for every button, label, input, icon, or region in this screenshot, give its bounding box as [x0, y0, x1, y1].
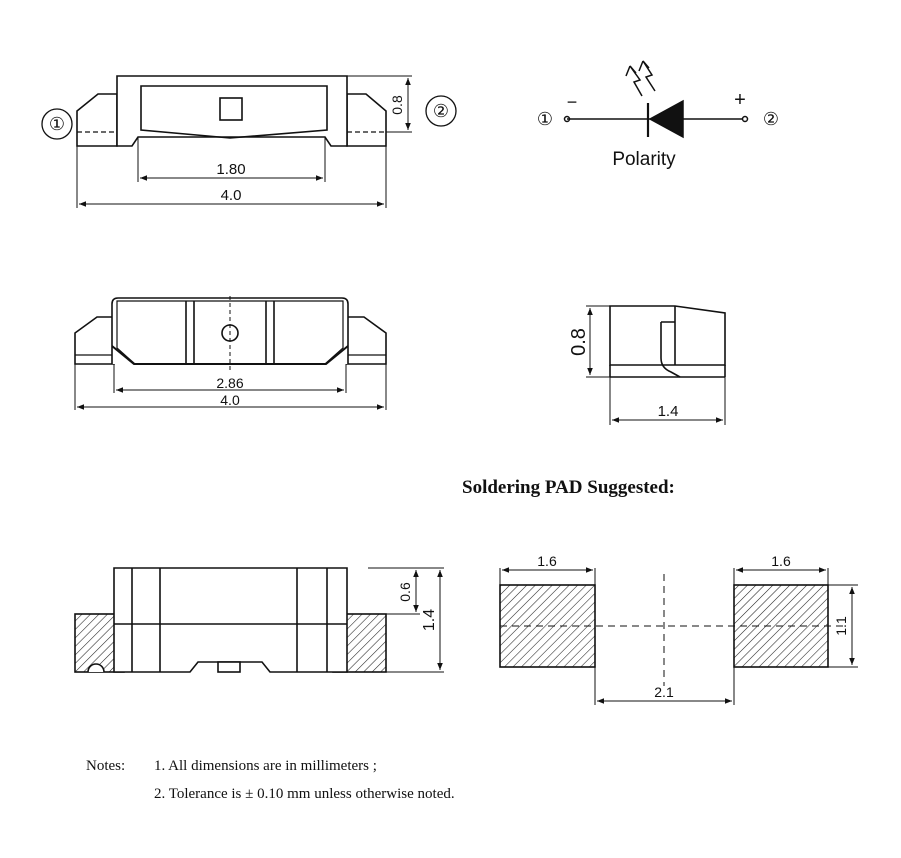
pad-dim-width-left: 1.6 [537, 553, 557, 569]
side-dim-height: 0.8 [568, 328, 590, 356]
front-dim-small: 0.6 [397, 582, 413, 602]
polarity-symbol [563, 60, 749, 139]
polarity-plus: + [734, 89, 746, 111]
notes: Notes: 1. All dimensions are in millimet… [86, 752, 455, 808]
top-dim-width: 4.0 [221, 187, 242, 204]
side-dim-width: 1.4 [658, 403, 679, 420]
bottom-dim-width: 4.0 [220, 392, 240, 408]
polarity-pin2: ② [763, 109, 779, 129]
bottom-view [74, 296, 387, 410]
front-view [74, 567, 444, 673]
polarity-label: Polarity [612, 149, 676, 170]
notes-label: Notes: [86, 758, 126, 774]
note-item-1: 1. All dimensions are in millimeters ; [154, 758, 377, 774]
polarity-pin1: ① [537, 109, 553, 129]
pad-layout [499, 567, 858, 705]
pad-section-title: Soldering PAD Suggested: [462, 477, 675, 498]
pad-dim-height: 1.1 [833, 616, 849, 636]
top-dim-height: 0.8 [389, 95, 405, 115]
top-view [41, 75, 457, 208]
bottom-dim-inner: 2.86 [216, 375, 243, 391]
top-pin2-label: ② [433, 101, 449, 121]
polarity-minus: − [567, 92, 578, 112]
front-dim-total: 1.4 [421, 609, 438, 631]
side-view [586, 305, 726, 425]
note-item-2: 2. Tolerance is ± 0.10 mm unless otherwi… [154, 786, 455, 802]
top-pin1-label: ① [49, 114, 65, 134]
pad-dim-gap: 2.1 [654, 684, 674, 700]
pad-dim-width-right: 1.6 [771, 553, 791, 569]
top-dim-inner: 1.80 [216, 161, 245, 178]
